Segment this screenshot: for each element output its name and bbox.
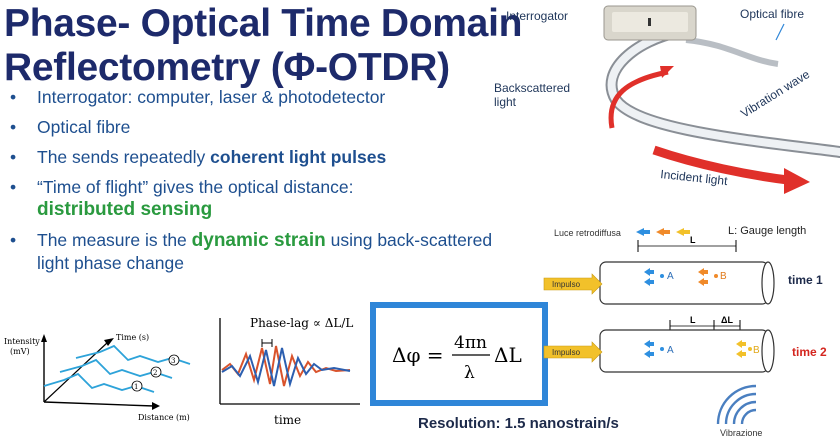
- fibre-section-time2: [599, 329, 769, 373]
- resolution-text: Resolution: 1.5 nanostrain/s: [418, 415, 619, 432]
- phase-lag-title: Phase-lag ∝ ΔL/L: [250, 316, 353, 330]
- title-line-1: Phase- Optical Time Domain: [4, 2, 523, 45]
- point-B-2: B: [753, 345, 760, 356]
- bullet-item: •Interrogator: computer, laser & photode…: [10, 87, 386, 107]
- point-B-1: B: [720, 271, 727, 282]
- vibration-wave-label: Vibration wave: [738, 67, 812, 121]
- gauge-L-label-1: L: [690, 235, 696, 245]
- backscattered-label: Backscattered: [494, 81, 570, 95]
- trace-mark-2: 2: [153, 369, 157, 377]
- light-label: light: [494, 95, 517, 109]
- highlight-text: dynamic strain: [191, 230, 326, 251]
- bullet-dot: •: [10, 177, 17, 197]
- trace-mark-3: 3: [171, 357, 175, 365]
- impulse-arrow-1: [543, 273, 603, 295]
- time-axis-label: Time (s): [116, 333, 149, 342]
- time-1-label: time 1: [788, 273, 823, 287]
- interrogator-label: Interrogator: [506, 9, 568, 23]
- vibration-label: Vibrazione: [720, 428, 762, 438]
- impulse-label-1: Impulso: [552, 280, 581, 289]
- time-2-label: time 2: [792, 345, 827, 359]
- bullet-dot: •: [10, 117, 17, 137]
- highlight-text: coherent light pulses: [210, 147, 387, 167]
- bullet-item: •“Time of flight” gives the optical dist…: [10, 177, 354, 220]
- bullet-dot: •: [10, 230, 17, 250]
- gauge-L-label-2: L: [690, 315, 696, 325]
- fibre-section-time1: [599, 261, 769, 305]
- page-title: Phase- Optical Time Domain Reflectometry…: [4, 2, 522, 90]
- bullet-dot: •: [10, 147, 17, 167]
- y-axis-unit: (mV): [10, 347, 30, 356]
- bullet-list: •Interrogator: computer, laser & photode…: [8, 86, 508, 282]
- bullet-dot: •: [10, 87, 17, 107]
- fibre-diagram: Interrogator Optical fibre Backscattered…: [494, 5, 840, 194]
- phase-x-label: time: [274, 413, 301, 427]
- bullet-item: •The measure is the dynamic strain using…: [10, 230, 493, 273]
- equation-lhs: Δφ =: [392, 343, 444, 367]
- otdr-trace-plot: 1 2 3 Intensity (mV) Time (s) Distance (…: [4, 333, 191, 422]
- title-line-2: Reflectometry (Φ-OTDR): [4, 46, 450, 89]
- equation-numerator: 4πn: [454, 333, 487, 353]
- phase-lag-plot: Phase-lag ∝ ΔL/L time: [219, 316, 360, 427]
- incident-arrow: [652, 145, 789, 185]
- vibration-icon: [716, 384, 757, 425]
- legend-label: Luce retrodiffusa: [554, 228, 621, 238]
- backscatter-arrow: [608, 69, 669, 129]
- y-axis-label: Intensity: [4, 337, 40, 346]
- equation-rhs: ΔL: [494, 343, 522, 367]
- point-A-1: A: [667, 271, 674, 282]
- point-A-2: A: [667, 345, 674, 356]
- x-axis-label: Distance (m): [138, 413, 190, 422]
- impulse-label-2: Impulso: [552, 348, 581, 357]
- signal-wave-blue: [221, 347, 351, 388]
- gauge-length-diagram: Luce retrodiffusa L: Gauge length L Impu…: [543, 225, 827, 438]
- bullet-item: •Optical fibre: [10, 117, 131, 137]
- trace-mark-1: 1: [134, 383, 138, 391]
- gauge-dL-label: ΔL: [721, 315, 733, 325]
- highlight-text: distributed sensing: [37, 199, 213, 220]
- gauge-length-label: L: Gauge length: [728, 225, 806, 237]
- optical-fibre-label: Optical fibre: [740, 7, 804, 21]
- equation-box: Δφ = 4πn λ ΔL: [370, 302, 548, 406]
- equation-denominator: λ: [464, 363, 475, 383]
- bullet-item: •The sends repeatedly coherent light pul…: [10, 147, 387, 167]
- impulse-arrow-2: [543, 341, 603, 363]
